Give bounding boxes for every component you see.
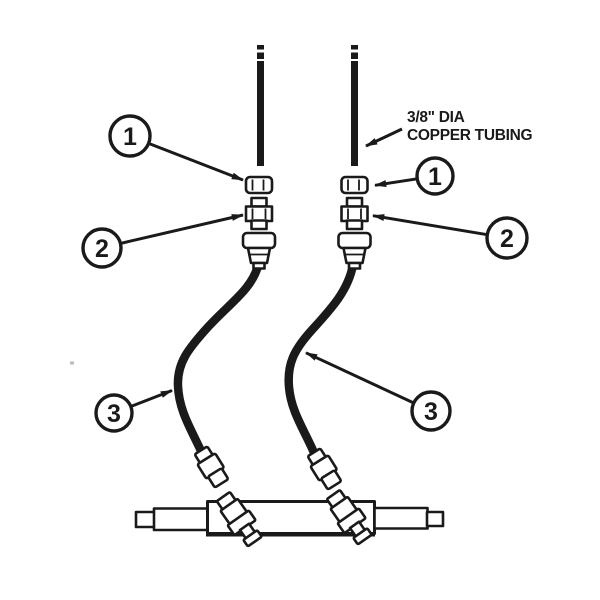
left-hose-end-fitting <box>194 445 229 489</box>
callout-1-right-circle <box>415 156 455 196</box>
callout-2-left-number: 2 <box>95 235 109 263</box>
callout-2-right-circle <box>485 216 529 260</box>
callout-3-right: 3 <box>305 351 452 432</box>
callout-2-left-circle <box>81 227 123 269</box>
callout-3-right-number: 3 <box>424 398 438 426</box>
callout-3-right-circle <box>410 390 452 432</box>
left-union-fitting <box>244 196 274 231</box>
callout-1-right-number: 1 <box>428 163 442 191</box>
callout-3-left-circle <box>94 393 134 433</box>
right-union-fitting <box>340 196 369 231</box>
callout-2-right-arrow <box>371 214 488 237</box>
scan-speck <box>70 361 74 365</box>
cylinder-left-port-fitting <box>216 491 263 548</box>
right-flare-nut <box>340 175 369 195</box>
left-copper-tube <box>257 45 264 166</box>
cylinder-right-port-fitting <box>326 489 373 546</box>
callout-3-left-number: 3 <box>107 400 121 428</box>
callout-3-left-arrow <box>130 389 173 408</box>
left-hose-top-fitting <box>241 231 277 270</box>
callout-1-right-arrow <box>373 177 418 188</box>
callout-1-right: 1 <box>373 156 455 196</box>
callout-3-left: 3 <box>94 389 173 433</box>
callout-2-left: 2 <box>81 213 244 269</box>
callout-3-right-arrow <box>305 351 415 405</box>
tubing-label-arrow <box>365 127 403 148</box>
callout-1-left: 1 <box>108 114 244 182</box>
tubing-label-line1: 3/8" DIA <box>407 109 465 126</box>
tubing-label-line2: COPPER TUBING <box>407 127 533 144</box>
callout-1-left-circle <box>108 114 152 158</box>
tubing-label: 3/8" DIA COPPER TUBING <box>365 109 533 148</box>
callout-1-left-arrow <box>148 142 244 182</box>
callout-2-right-number: 2 <box>500 225 514 253</box>
right-hydraulic-hose <box>284 264 358 457</box>
callout-1-left-number: 1 <box>123 123 137 151</box>
callout-2-left-arrow <box>120 213 244 245</box>
callout-2-right: 2 <box>371 214 529 260</box>
right-hose-top-fitting <box>337 231 372 270</box>
steering-cylinder <box>134 500 445 537</box>
right-copper-tube <box>351 45 358 166</box>
right-hose-end-fitting <box>307 447 342 491</box>
left-flare-nut <box>244 175 274 195</box>
left-hydraulic-hose <box>173 264 263 455</box>
